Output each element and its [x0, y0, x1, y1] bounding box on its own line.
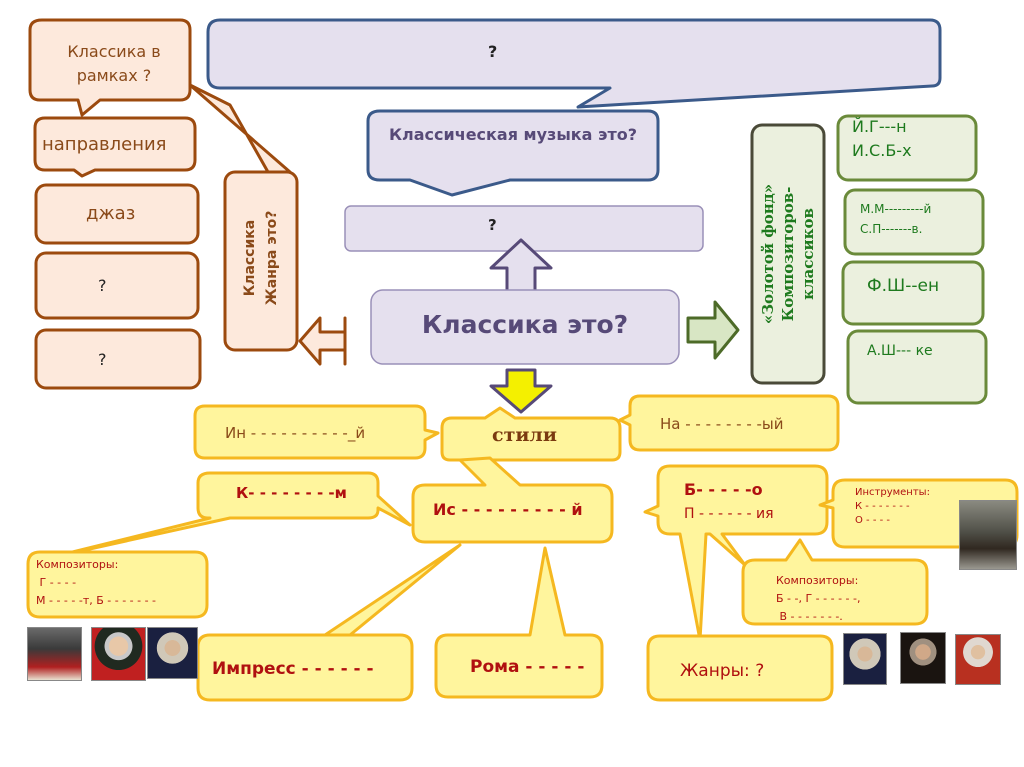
portrait-mozart-image [91, 627, 146, 681]
composer-box-4-text: А.Ш--- ке [867, 343, 933, 359]
callout-classicism [38, 471, 412, 562]
portrait-vivaldi-image [955, 634, 1001, 685]
box-jazz [34, 183, 200, 245]
golden-fund-line-1: «Золотой фонд» [759, 183, 777, 325]
instruments-line-1: Инструменты: [855, 487, 930, 498]
directions-label: направления [42, 134, 167, 155]
impress-pointer [323, 543, 462, 637]
composer-box-4 [846, 329, 988, 405]
green-shapes [750, 114, 988, 405]
portrait-handel-image [843, 633, 887, 685]
vertical-genre-line-2: Жанра это? [264, 210, 280, 306]
purple-shapes [206, 18, 942, 197]
composer-box-2-text: М.М---------й С.П-------в. [860, 199, 931, 239]
vertical-genre-text: Классика Жанра это? [239, 211, 283, 306]
portrait-beethoven-image [27, 627, 82, 681]
composers-left-text: Композиторы: Г - - - - М - - - - -т, Б -… [36, 556, 156, 610]
composer-box-3 [841, 260, 985, 326]
main-box [370, 289, 680, 365]
question-callout [366, 109, 660, 197]
callout-in-text: Ин - - - - - - - - - -_й [225, 424, 366, 442]
composers-right-line-3: В - - - - - - -. [776, 610, 843, 623]
big-callout [206, 18, 942, 109]
answer-box-text: ? [488, 216, 497, 234]
callout-classics-text: Классика в рамках ? [52, 40, 176, 88]
roma-text: Рома - - - - - [470, 657, 585, 677]
callout-in [193, 404, 440, 460]
composer-2-line-2: С.П-------в. [860, 222, 923, 236]
vertical-golden-fund [750, 123, 826, 385]
composers-right-line-2: Б - -, Г - - - - - -, [776, 592, 861, 605]
vertical-genre-line-1: Классика [242, 219, 258, 297]
callout-classics-line-1: Классика в [67, 42, 161, 61]
arrow-down [489, 368, 553, 414]
callout-impress [196, 633, 414, 702]
vertical-callout-genre [223, 170, 299, 352]
big-callout-text: ? [488, 42, 498, 61]
callout-genres [646, 634, 834, 702]
callout-na-text: На - - - - - - - -ый [660, 415, 784, 433]
callout-baroque [643, 464, 829, 642]
harpsichord-image [959, 500, 1017, 570]
composer-1-line-2: И.С.Б-х [852, 141, 912, 160]
hub-styles-text: стили [492, 424, 557, 446]
question-callout-text: Классическая музыка это? [388, 125, 638, 144]
baroque-line-1: Б- - - - -о [684, 480, 763, 499]
box-directions [33, 116, 197, 178]
composers-left-line-2: Г - - - - [36, 576, 77, 589]
golden-fund-text: «Золотой фонд» Композиторов- классиков [758, 184, 818, 324]
callout-pointer-to-genre [188, 83, 292, 174]
callout-classics-frame [28, 18, 192, 117]
box-q1 [34, 251, 200, 320]
baroque-text: Б- - - - -о П - - - - - - ия [684, 478, 774, 526]
impress-text: Импресс - - - - - - [212, 659, 374, 679]
callout-composers-right [741, 538, 929, 626]
main-question: Классика это? [421, 310, 629, 339]
callout-classics-line-2: рамках ? [76, 66, 152, 85]
composers-left-line-3: М - - - - -т, Б - - - - - - - [36, 594, 157, 607]
jazz-label: джаз [86, 203, 136, 224]
genres-text: Жанры: ? [680, 661, 765, 681]
golden-fund-line-3: классиков [799, 208, 817, 300]
left-question-2: ? [98, 350, 107, 369]
arrow-left [298, 316, 347, 366]
composer-box-1-text: Й.Г---н И.С.Б-х [852, 115, 912, 163]
portrait-haydn-image [147, 627, 198, 679]
composer-1-line-1: Й.Г---н [852, 117, 907, 136]
classicism-text: К- - - - - - - -м [236, 484, 347, 502]
arrow-right [686, 300, 740, 360]
composer-box-1 [836, 114, 978, 182]
composers-left-line-1: Композиторы: [36, 558, 119, 571]
instruments-line-2: К - - - - - - - [855, 501, 910, 512]
portrait-bach-image [900, 632, 946, 684]
yellow-shapes [26, 394, 1019, 702]
hub-styles [440, 406, 622, 462]
left-question-1: ? [98, 276, 107, 295]
box-q2 [34, 328, 202, 390]
composer-2-line-1: М.М---------й [860, 202, 932, 216]
callout-composers-left [26, 550, 209, 619]
instruments-text: Инструменты: К - - - - - - - О - - - - [855, 486, 930, 528]
art-text: Ис - - - - - - - - - й [433, 500, 583, 519]
composer-box-3-text: Ф.Ш--ен [867, 276, 940, 296]
baroque-line-2: П - - - - - - ия [684, 506, 774, 522]
callout-roma [434, 546, 604, 699]
instruments-line-3: О - - - - [855, 515, 891, 526]
callout-na [618, 394, 840, 452]
callout-art [411, 456, 614, 544]
orange-shapes [28, 18, 347, 390]
composer-box-2 [843, 188, 985, 256]
golden-fund-line-2: Композиторов- [779, 186, 797, 322]
composers-right-text: Композиторы: Б - -, Г - - - - - -, В - -… [776, 572, 860, 626]
composers-right-line-1: Композиторы: [776, 574, 859, 587]
